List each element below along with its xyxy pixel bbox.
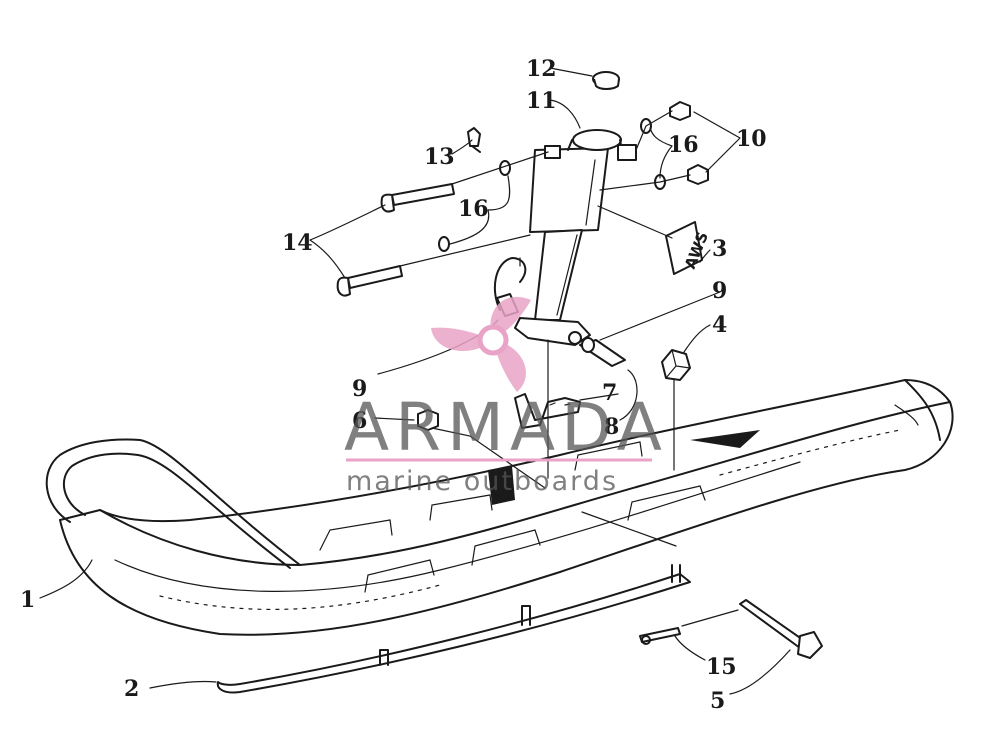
assembly-lines [399, 110, 739, 627]
leader-lines [39, 67, 791, 695]
callout-9-right: 9 [712, 278, 727, 304]
aws-decal: AWS [665, 221, 712, 275]
ski-body [59, 379, 954, 636]
cotter-pin-15 [639, 627, 681, 645]
bolts-14 [336, 183, 455, 297]
watermark: ARMADA marine outboards [344, 296, 668, 497]
callout-12: 12 [526, 56, 557, 82]
callout-16-left: 16 [458, 196, 489, 222]
callout-1: 1 [20, 587, 35, 613]
shock-spindle [493, 129, 637, 346]
bolt-13 [467, 127, 481, 153]
callout-numbers: 1 2 3 4 5 6 7 8 9 9 10 11 12 13 14 15 16… [20, 56, 767, 714]
callout-7: 7 [602, 380, 617, 406]
callout-4: 4 [712, 312, 727, 338]
callout-10: 10 [736, 126, 767, 152]
bolt-5 [739, 599, 823, 659]
propeller-icon [431, 296, 531, 392]
callout-9-left: 9 [352, 376, 367, 402]
washers-left [438, 160, 511, 252]
callout-15: 15 [706, 654, 737, 680]
nut-6 [417, 409, 439, 431]
nut-4 [661, 349, 691, 381]
nuts-right [640, 101, 709, 190]
ski-handle [45, 438, 301, 569]
callout-5: 5 [710, 688, 725, 714]
callout-8: 8 [604, 414, 619, 440]
callout-14: 14 [282, 230, 313, 256]
watermark-brand: ARMADA [344, 389, 668, 466]
wear-bar [216, 564, 691, 694]
watermark-tagline: marine outboards [346, 466, 618, 497]
callout-16-right: 16 [668, 132, 699, 158]
cap [592, 71, 620, 90]
callout-2: 2 [124, 676, 139, 702]
callout-3: 3 [712, 236, 727, 262]
callout-6: 6 [352, 408, 367, 434]
callout-13: 13 [424, 144, 455, 170]
callout-11: 11 [526, 88, 557, 114]
